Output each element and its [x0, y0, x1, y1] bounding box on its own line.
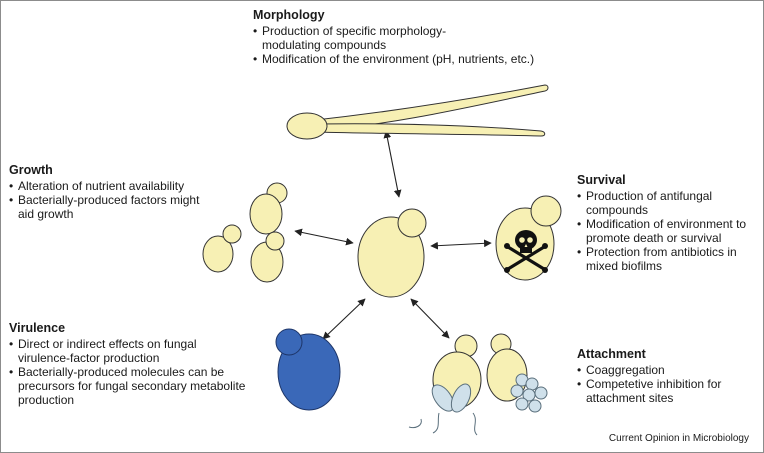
growth-item: Bacterially-produced factors might aid g…: [9, 193, 208, 221]
survival-item: Protection from antibiotics in mixed bio…: [577, 245, 757, 273]
growth-block: Growth Alteration of nutrient availabili…: [9, 163, 237, 221]
virulence-block: Virulence Direct or indirect effects on …: [9, 321, 259, 407]
survival-item: Production of antifungal compounds: [577, 189, 736, 217]
attachment-title: Attachment: [577, 347, 646, 361]
bacteria-cluster: [408, 373, 548, 436]
morphology-block: Morphology Production of specific morpho…: [253, 8, 573, 66]
arrow-growth: [294, 228, 354, 246]
morphology-item: Production of specific morphology-modula…: [253, 24, 482, 52]
survival-item: Modification of environment to promote d…: [577, 217, 757, 245]
arrow-virulence: [322, 298, 366, 340]
attachment-item: Coaggregation: [577, 363, 757, 377]
arrow-morphology: [383, 130, 402, 198]
virulent-yeast-cell: [275, 328, 341, 411]
virulence-item: Bacterially-produced molecules can be pr…: [9, 365, 259, 407]
arrow-survival: [430, 239, 492, 250]
survival-title: Survival: [577, 173, 626, 187]
skull-crossbones-icon: [504, 230, 548, 273]
yeast-cluster: [202, 182, 288, 283]
survival-block: Survival Production of antifungal compou…: [577, 173, 757, 273]
growth-item: Alteration of nutrient availability: [9, 179, 237, 193]
hyphal-cell: [286, 84, 549, 140]
journal-credit: Current Opinion in Microbiology: [608, 433, 749, 444]
central-yeast-cell: [357, 208, 427, 298]
attachment-item: Competetive inhibition for attachment si…: [577, 377, 741, 405]
virulence-item: Direct or indirect effects on fungal vir…: [9, 337, 243, 365]
attachment-block: Attachment Coaggregation Competetive inh…: [577, 347, 757, 405]
growth-title: Growth: [9, 163, 53, 177]
morphology-title: Morphology: [253, 8, 325, 22]
morphology-item: Modification of the environment (pH, nut…: [253, 52, 573, 66]
virulence-title: Virulence: [9, 321, 66, 335]
arrow-attachment: [410, 298, 450, 339]
